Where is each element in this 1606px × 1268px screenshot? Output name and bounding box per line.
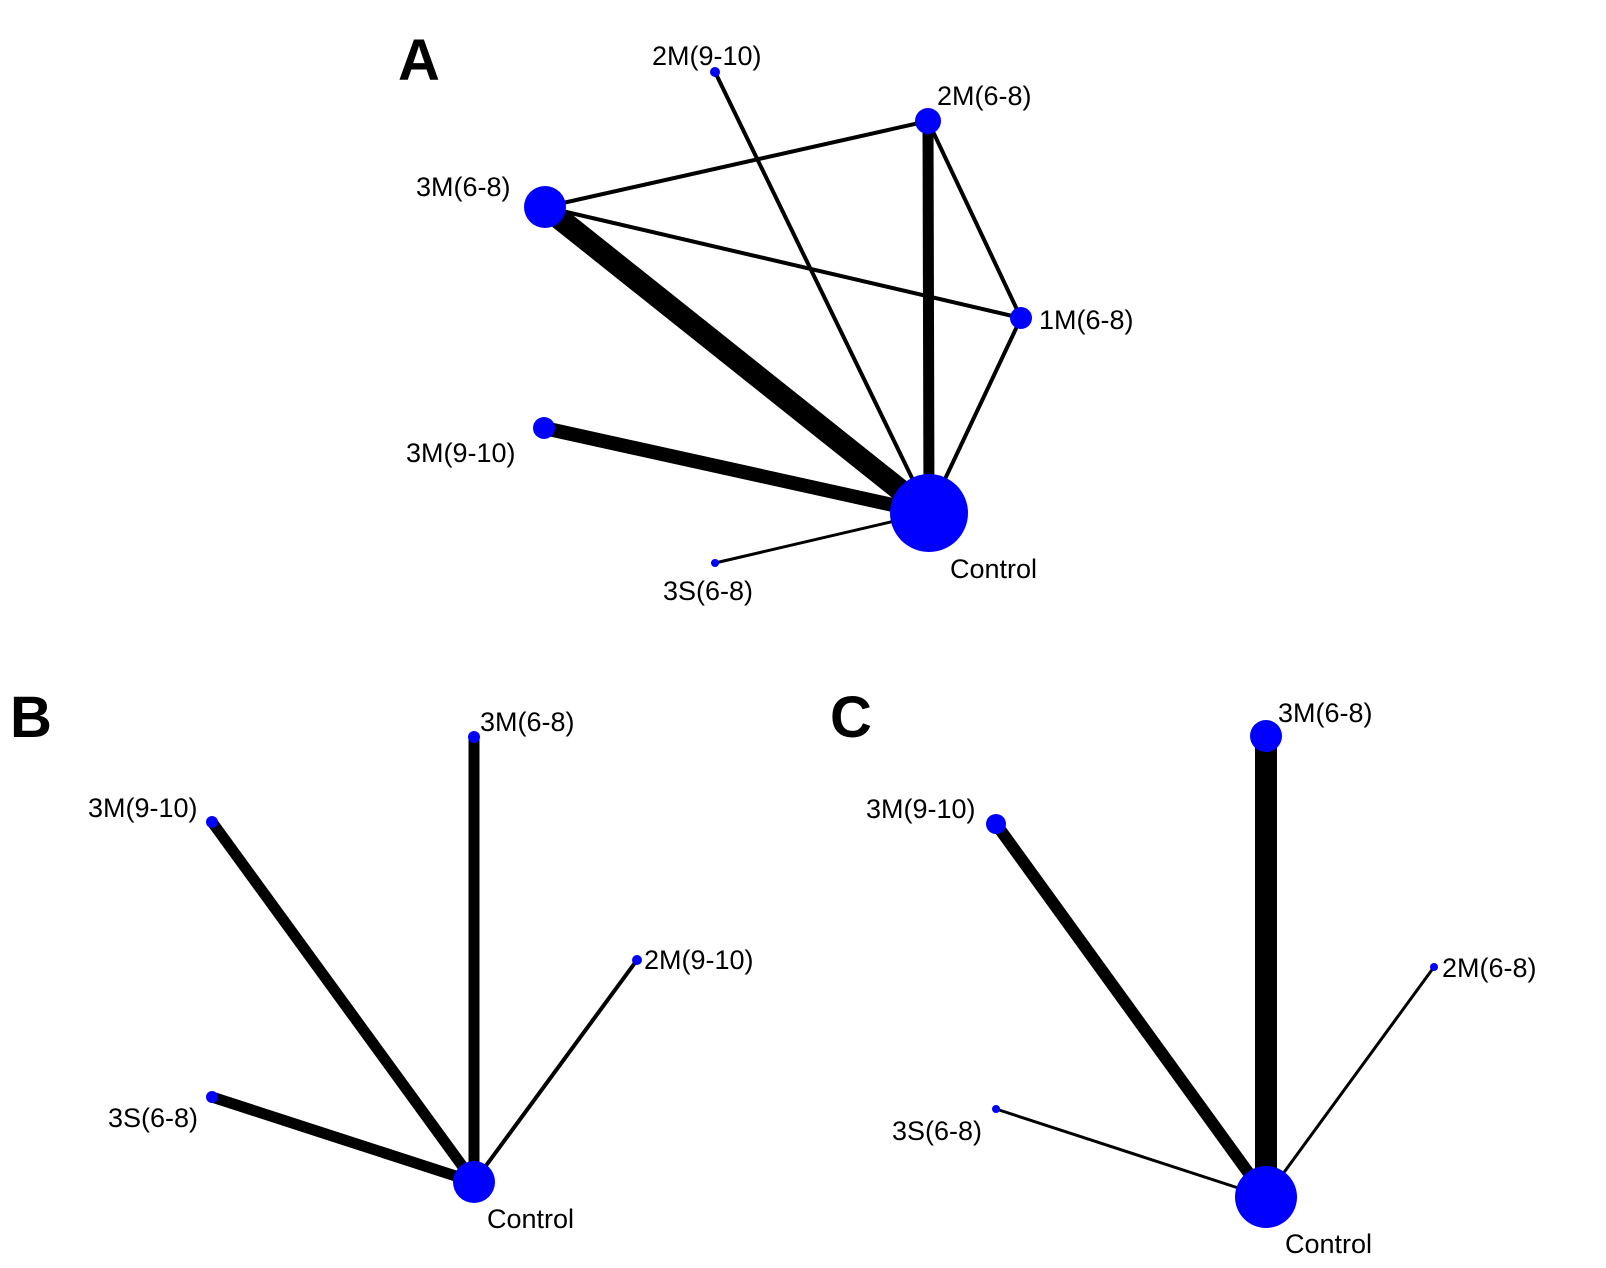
panel-a-node-3m910 bbox=[533, 417, 555, 439]
panel-b-letter: B bbox=[10, 685, 52, 750]
panel-a-node-1m68 bbox=[1010, 307, 1032, 329]
panel-c-edge-2m68-control bbox=[1264, 966, 1436, 1198]
panel-a-label-1m68: 1M(6-8) bbox=[1039, 305, 1134, 335]
panel-b-labels: 3M(6-8) 3M(9-10) 2M(9-10) 3S(6-8) Contro… bbox=[88, 707, 754, 1234]
panel-b-edge-3s68-control bbox=[210, 1091, 476, 1188]
panel-c-node-2m68 bbox=[1430, 963, 1438, 971]
panel-a-label-2m68: 2M(6-8) bbox=[937, 81, 1032, 111]
panel-a-label-2m910: 2M(9-10) bbox=[652, 41, 762, 71]
panel-c-edges bbox=[991, 736, 1436, 1201]
panel-a: A 2M(9-10) 2M(6-8) 3M(6-8) 1M(6-8) bbox=[398, 28, 1134, 606]
panel-b-label-2m910: 2M(9-10) bbox=[644, 945, 754, 975]
panel-c-node-control bbox=[1235, 1166, 1297, 1228]
panel-b-edges bbox=[207, 737, 639, 1188]
panel-b-label-3m68: 3M(6-8) bbox=[480, 707, 575, 737]
panel-a-label-control: Control bbox=[950, 554, 1037, 584]
panel-b-node-2m910 bbox=[632, 955, 642, 965]
panel-a-node-2m68 bbox=[915, 108, 941, 134]
panel-a-node-3s68 bbox=[711, 559, 719, 567]
panel-a-node-2m910 bbox=[710, 67, 720, 77]
panel-a-edge-3m68-1m68 bbox=[544, 205, 1022, 320]
panel-c-edge-3m910-control bbox=[991, 820, 1271, 1201]
panel-c-labels: 3M(6-8) 3M(9-10) 2M(6-8) 3S(6-8) Control bbox=[866, 698, 1537, 1259]
panel-c-node-3m910 bbox=[986, 814, 1006, 834]
panel-b-label-control: Control bbox=[487, 1204, 574, 1234]
panel-b-nodes bbox=[206, 731, 642, 1203]
panel-c-letter: C bbox=[830, 685, 872, 750]
panel-a-edges bbox=[538, 71, 1023, 565]
panel-a-edge-3m910-control bbox=[542, 421, 931, 520]
panel-a-nodes bbox=[524, 67, 1032, 567]
panel-a-edge-2m910-control bbox=[713, 71, 931, 514]
panel-c-label-3m68: 3M(6-8) bbox=[1278, 698, 1373, 728]
panel-a-node-control bbox=[890, 474, 968, 552]
panel-a-letter: A bbox=[398, 28, 440, 93]
panel-b-label-3m910: 3M(9-10) bbox=[88, 793, 198, 823]
panel-c-label-3s68: 3S(6-8) bbox=[892, 1116, 982, 1146]
panel-c-nodes bbox=[986, 720, 1438, 1228]
panel-a-label-3m68: 3M(6-8) bbox=[416, 172, 511, 202]
panel-c-node-3s68 bbox=[992, 1105, 1000, 1113]
panel-a-edge-2m68-control bbox=[922, 120, 935, 514]
panel-a-node-3m68 bbox=[524, 186, 566, 228]
panel-a-label-3s68: 3S(6-8) bbox=[663, 576, 753, 606]
panel-b-edge-3m910-control bbox=[207, 818, 479, 1186]
panel-a-edge-2m68-1m68 bbox=[926, 120, 1023, 319]
panel-b-node-3m68 bbox=[468, 731, 480, 743]
panel-c-label-2m68: 2M(6-8) bbox=[1442, 953, 1537, 983]
panel-c-label-3m910: 3M(9-10) bbox=[866, 794, 976, 824]
panel-c-node-3m68 bbox=[1250, 720, 1282, 752]
panel-b-node-3s68 bbox=[206, 1091, 218, 1103]
panel-b-label-3s68: 3S(6-8) bbox=[108, 1103, 198, 1133]
panel-b-edge-2m910-control bbox=[472, 958, 639, 1184]
panel-b-node-3m910 bbox=[206, 816, 218, 828]
panel-a-labels: 2M(9-10) 2M(6-8) 3M(6-8) 1M(6-8) 3M(9-10… bbox=[406, 41, 1134, 606]
panel-c-edge-3s68-control bbox=[995, 1107, 1267, 1199]
panel-b-node-control bbox=[453, 1161, 495, 1203]
panel-a-label-3m910: 3M(9-10) bbox=[406, 438, 516, 468]
panel-a-edge-3m68-2m68 bbox=[544, 119, 929, 209]
panel-c: C 3M(6-8) 3M(9-10) 2M(6-8) 3S(6-8) Contr… bbox=[830, 685, 1537, 1259]
panel-a-edge-3m68-control bbox=[538, 198, 936, 522]
panel-b: B 3M(6-8) 3M(9-10) 2M(9-10) 3S(6-8) Cont… bbox=[10, 685, 754, 1234]
panel-c-label-control: Control bbox=[1285, 1229, 1372, 1259]
